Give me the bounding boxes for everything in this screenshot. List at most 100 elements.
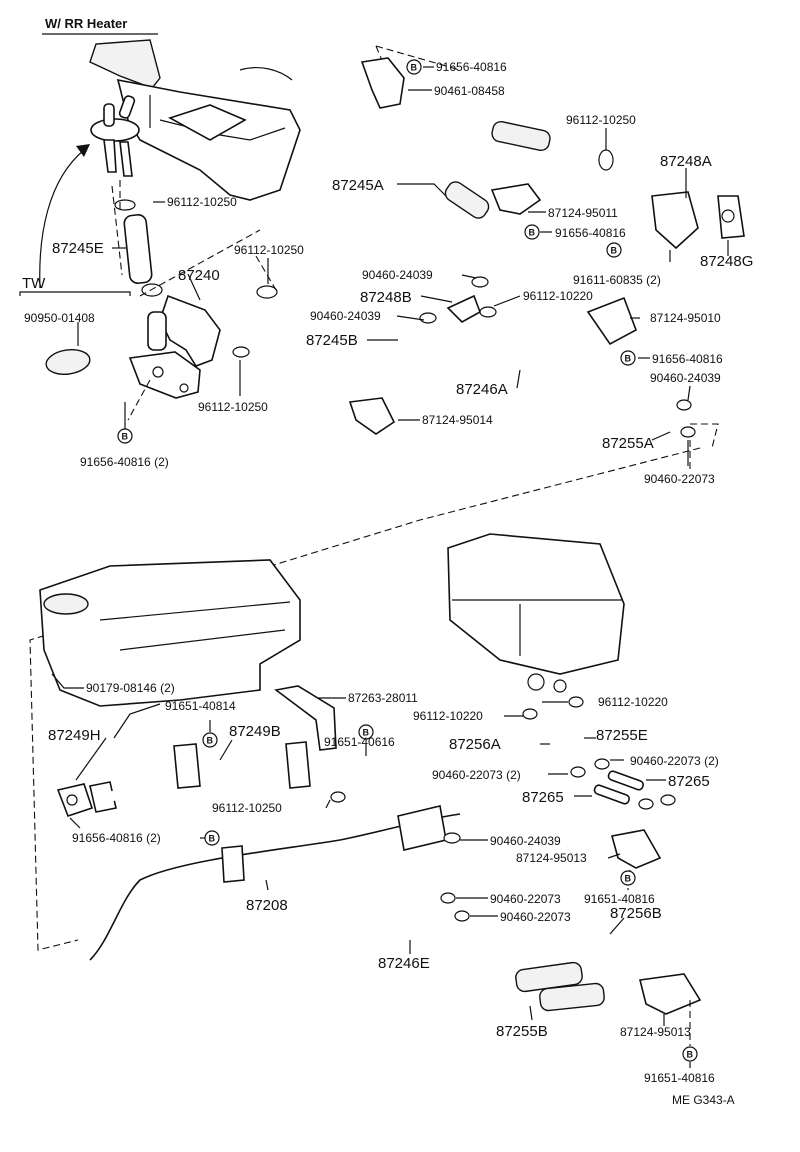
part-label: 87248G bbox=[700, 253, 753, 270]
part-label: 91656-40816 bbox=[555, 226, 626, 240]
joint-block bbox=[397, 805, 447, 851]
svg-text:B: B bbox=[411, 63, 418, 73]
bracket-87263-28011 bbox=[274, 685, 337, 751]
grommet-90950 bbox=[45, 349, 91, 375]
svg-text:B: B bbox=[529, 228, 536, 238]
part-label: 90179-08146 (2) bbox=[86, 681, 175, 695]
clamp-96112 bbox=[232, 346, 250, 358]
part-label: 87246A bbox=[456, 381, 508, 398]
part-label: 90460-22073 bbox=[644, 472, 715, 486]
svg-text:B: B bbox=[207, 736, 214, 746]
bracket-87249B bbox=[173, 743, 201, 789]
bolt-symbols: B B B B B B B B B B bbox=[117, 59, 698, 1062]
pipe-87265 bbox=[607, 770, 644, 791]
part-label: 90460-24039 bbox=[362, 268, 433, 282]
part-label: 87263-28011 bbox=[348, 691, 418, 705]
clamp-90460 bbox=[660, 794, 676, 806]
part-label: 90461-08458 bbox=[434, 84, 505, 98]
part-label: 87248A bbox=[660, 153, 712, 170]
rear-heater-box bbox=[447, 533, 625, 693]
bolt-b-icon: B bbox=[606, 242, 622, 258]
part-label: 91656-40816 (2) bbox=[80, 455, 169, 469]
part-label: 87245E bbox=[52, 240, 104, 257]
bracket-87124-95010 bbox=[586, 296, 637, 346]
clamp-96112 bbox=[479, 306, 497, 318]
part-label: 87124-95014 bbox=[422, 413, 493, 427]
svg-text:B: B bbox=[687, 1050, 694, 1060]
clamp-90460 bbox=[440, 892, 456, 904]
hose-87245E bbox=[123, 214, 153, 284]
part-label: 90460-22073 (2) bbox=[432, 768, 521, 782]
part-label: 90950-01408 bbox=[24, 311, 95, 325]
clamp-90460 bbox=[443, 832, 461, 844]
part-label: 87124-95011 bbox=[548, 206, 618, 220]
tw-bracket bbox=[19, 291, 131, 296]
clamp-90460 bbox=[680, 426, 696, 438]
bolt-b-icon: B bbox=[524, 224, 540, 240]
part-label: 91651-40816 bbox=[584, 892, 655, 906]
clip-87208 bbox=[221, 845, 245, 883]
hose-sleeve bbox=[491, 120, 551, 152]
part-label: 96112-10250 bbox=[212, 801, 282, 815]
part-label: 90460-22073 (2) bbox=[630, 754, 719, 768]
part-label: 87208 bbox=[246, 897, 288, 914]
tw-arrow bbox=[39, 149, 85, 289]
clamp-90460 bbox=[471, 276, 489, 288]
part-labels: 91656-40816 90461-08458 96112-10250 8724… bbox=[24, 60, 753, 1085]
part-label: 91656-40816 (2) bbox=[72, 831, 161, 845]
clamp-90460 bbox=[570, 766, 586, 778]
part-label: 91651-40616 bbox=[324, 735, 395, 749]
bracket-87124-95013 bbox=[639, 973, 702, 1015]
bracket-90461 bbox=[360, 57, 405, 109]
svg-text:B: B bbox=[611, 246, 618, 256]
tw-label: TW bbox=[22, 275, 46, 292]
part-label: 87245B bbox=[306, 332, 358, 349]
figure-code: ME G343-A bbox=[672, 1093, 735, 1107]
part-label: 96112-10220 bbox=[523, 289, 593, 303]
svg-text:B: B bbox=[122, 432, 129, 442]
bracket-87249B bbox=[285, 741, 311, 789]
bolt-b-icon: B bbox=[204, 830, 220, 846]
part-label: 87249H bbox=[48, 727, 101, 744]
clamp-90460 bbox=[419, 312, 437, 324]
pipe-87265 bbox=[593, 784, 630, 805]
part-label: 87245A bbox=[332, 177, 384, 194]
part-label: 96112-10250 bbox=[234, 243, 304, 257]
bolt-b-icon: B bbox=[406, 59, 422, 75]
part-label: 87265 bbox=[668, 773, 710, 790]
clamp-96112 bbox=[114, 199, 136, 211]
heater-valve bbox=[90, 95, 140, 177]
part-label: 90460-24039 bbox=[490, 834, 561, 848]
bracket-87124-95013 bbox=[610, 829, 662, 869]
part-label: 96112-10220 bbox=[598, 695, 668, 709]
svg-text:B: B bbox=[363, 728, 370, 738]
part-label: 87256A bbox=[449, 736, 501, 753]
part-label: 90460-24039 bbox=[310, 309, 381, 323]
arrow-head-icon bbox=[76, 144, 90, 157]
hose-sleeve bbox=[444, 181, 490, 219]
valve-bracket-87240 bbox=[128, 294, 221, 399]
part-label: 91651-40814 bbox=[165, 699, 236, 713]
svg-text:B: B bbox=[209, 834, 216, 844]
part-label: 87255A bbox=[602, 435, 654, 452]
part-label: 91611-60835 (2) bbox=[573, 273, 661, 287]
pipe-87248A bbox=[651, 191, 699, 250]
assembly-dashes bbox=[689, 423, 719, 470]
clamp-96112 bbox=[330, 791, 346, 803]
hose-sleeve bbox=[539, 982, 605, 1012]
part-label: 87255E bbox=[596, 727, 648, 744]
part-label: 96112-10250 bbox=[167, 195, 237, 209]
hose-87245A-outline bbox=[378, 125, 508, 267]
part-label: 90460-22073 bbox=[500, 910, 571, 924]
clamp-96112 bbox=[598, 149, 614, 171]
part-label: 96112-10250 bbox=[198, 400, 268, 414]
bolt-b-icon: B bbox=[202, 732, 218, 748]
bolt-b-icon: B bbox=[620, 350, 636, 366]
part-label: 90460-22073 bbox=[490, 892, 561, 906]
leader-lines bbox=[51, 66, 729, 1068]
bolt-b-icon: B bbox=[117, 428, 133, 444]
part-label: 90460-24039 bbox=[650, 371, 721, 385]
part-label: 87124-95013 bbox=[516, 851, 587, 865]
